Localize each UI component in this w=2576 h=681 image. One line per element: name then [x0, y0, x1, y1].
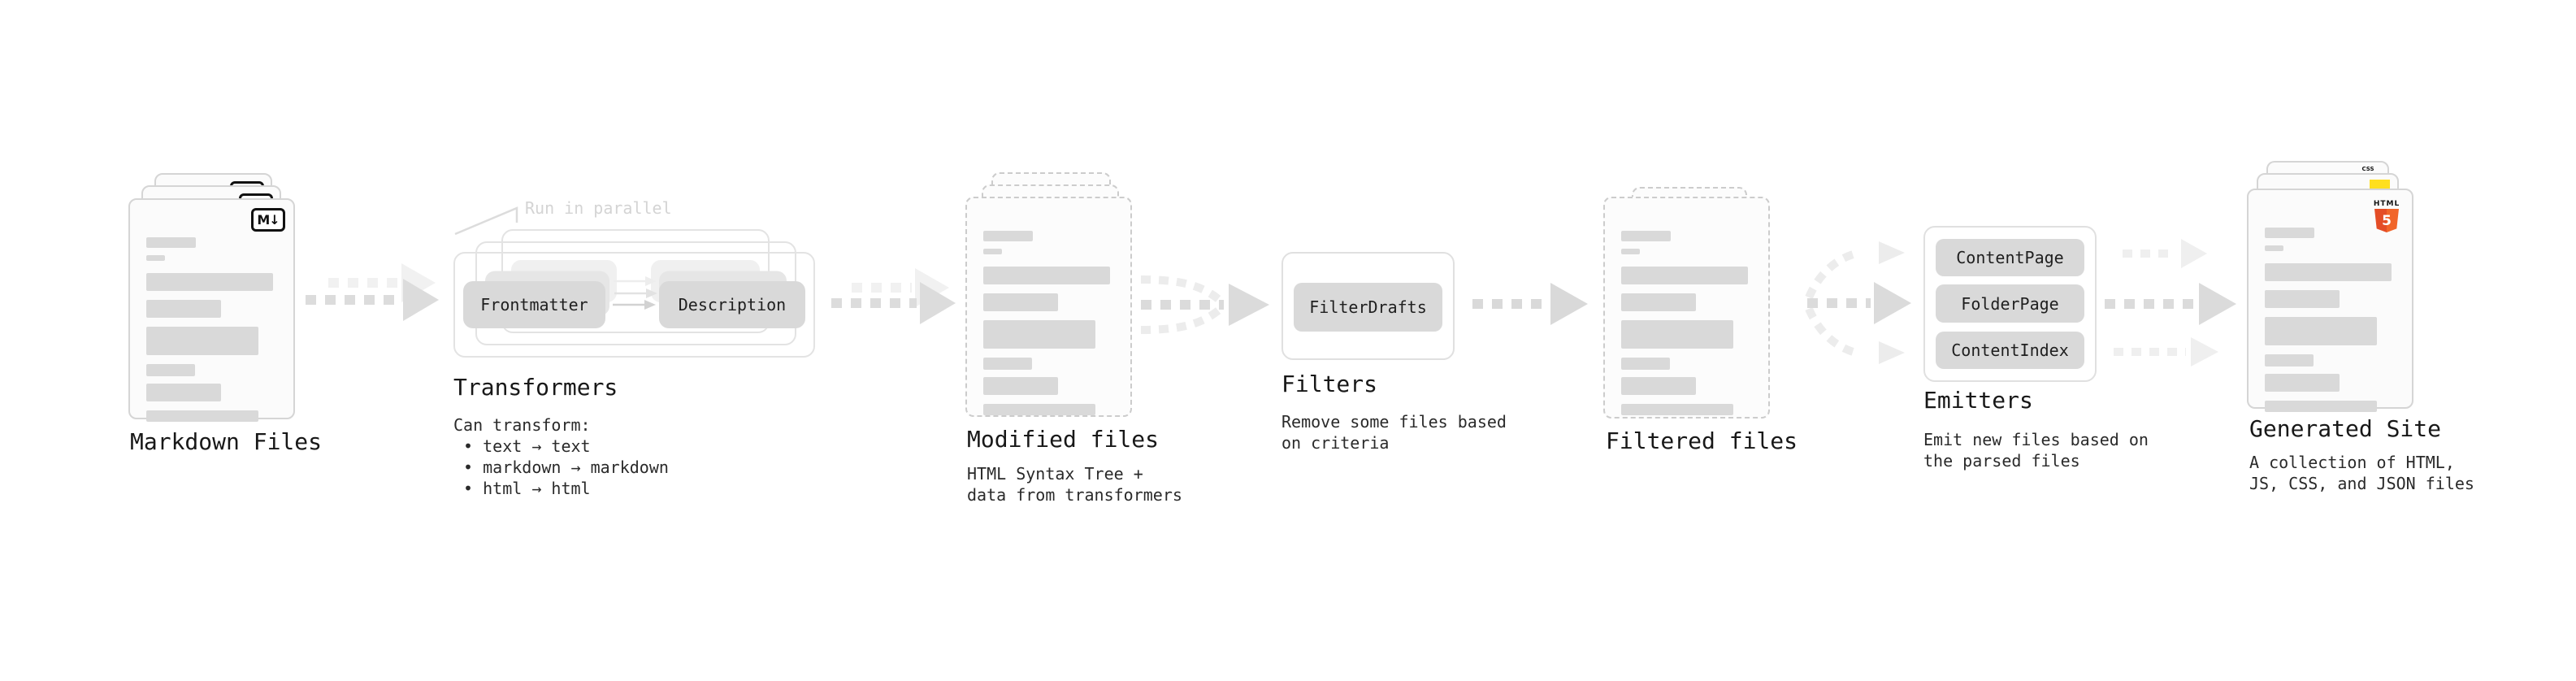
stage-label-emitters: Emitters [1923, 387, 2033, 414]
filterdrafts-pill: FilterDrafts [1294, 283, 1442, 332]
arrow-filtered-to-emitters [1805, 241, 1911, 364]
contentpage-pill: ContentPage [1936, 239, 2084, 276]
markdown-file-card: M↓ [128, 198, 295, 422]
arrow-emitters-to-generated [2105, 239, 2236, 367]
stage-label-filtered-files: Filtered files [1606, 427, 1798, 454]
stage-label-modified-files: Modified files [967, 426, 1160, 453]
arrow-markdown-to-transformers [306, 263, 439, 321]
placeholder-text-bars [1621, 231, 1752, 415]
stage-label-markdown-files: Markdown Files [130, 428, 323, 455]
contentindex-pill: ContentIndex [1936, 332, 2084, 369]
transformer-box: Frontmatter Description [453, 252, 815, 358]
stage-label-transformers: Transformers [453, 374, 618, 401]
placeholder-text-bars [983, 231, 1114, 415]
stage-label-filters: Filters [1281, 371, 1378, 397]
description-pill: Description [659, 281, 805, 328]
frontmatter-pill: Frontmatter [463, 281, 605, 328]
stage-label-generated-site: Generated Site [2249, 415, 2442, 442]
stage-desc-modified-files: HTML Syntax Tree + data from transformer… [967, 464, 1182, 505]
placeholder-text-bars [146, 237, 277, 422]
html5-icon: HTML 5 [2371, 200, 2402, 232]
js-icon [2370, 180, 2390, 189]
arrow-icon [612, 300, 656, 310]
arrow-icon [614, 276, 657, 286]
run-in-parallel-annotation: Run in parallel [525, 198, 672, 218]
emitters-box: ContentPage FolderPage ContentIndex [1923, 226, 2097, 382]
arrow-transformers-to-modified [831, 268, 956, 324]
stage-desc-transformers: Can transform: • text → text • markdown … [453, 415, 669, 498]
stage-desc-generated-site: A collection of HTML, JS, CSS, and JSON … [2249, 453, 2474, 493]
stage-desc-filters: Remove some files based on criteria [1281, 412, 1507, 453]
arrow-modified-to-filters [1140, 275, 1269, 334]
stage-desc-emitters: Emit new files based on the parsed files [1923, 430, 2149, 471]
filtered-file-card [1603, 197, 1770, 419]
arrow-filters-to-filtered [1472, 283, 1588, 325]
markdown-icon: M↓ [251, 208, 285, 232]
filters-box: FilterDrafts [1281, 252, 1455, 360]
folderpage-pill: FolderPage [1936, 284, 2084, 323]
html-file-card: HTML 5 [2247, 189, 2413, 412]
placeholder-text-bars [2265, 228, 2396, 412]
modified-file-card [965, 197, 1132, 417]
arrow-icon [614, 288, 657, 298]
